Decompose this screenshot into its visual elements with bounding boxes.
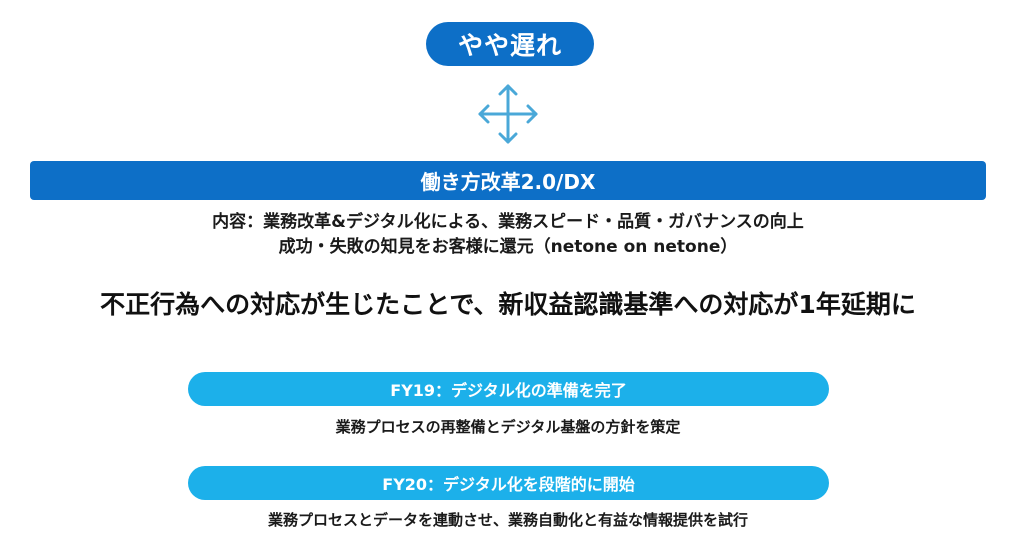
- status-badge: やや遅れ: [426, 22, 594, 66]
- initiative-title-bar: 働き方改革2.0/DX: [30, 161, 986, 200]
- phase-fy19-pill: FY19：デジタル化の準備を完了: [188, 372, 829, 406]
- initiative-title: 働き方改革2.0/DX: [420, 170, 596, 194]
- phase-fy19-title: FY19：デジタル化の準備を完了: [390, 381, 627, 400]
- four-way-arrows-icon: [478, 84, 538, 144]
- headline: 不正行為への対応が生じたことで、新収益認識基準への対応が1年延期に: [100, 290, 916, 319]
- phase-fy19-description: 業務プロセスの再整備とデジタル基盤の方針を策定: [335, 418, 681, 436]
- phase-fy20-title: FY20：デジタル化を段階的に開始: [382, 475, 635, 494]
- initiative-description-line1: 内容：業務改革&デジタル化による、業務スピード・品質・ガバナンスの向上: [212, 212, 804, 232]
- phase-fy20-pill: FY20：デジタル化を段階的に開始: [188, 466, 829, 500]
- phase-fy20-description: 業務プロセスとデータを連動させ、業務自動化と有益な情報提供を試行: [267, 511, 748, 529]
- status-label: やや遅れ: [457, 31, 562, 60]
- initiative-description-line2: 成功・失敗の知見をお客様に還元（netone on netone）: [278, 237, 738, 257]
